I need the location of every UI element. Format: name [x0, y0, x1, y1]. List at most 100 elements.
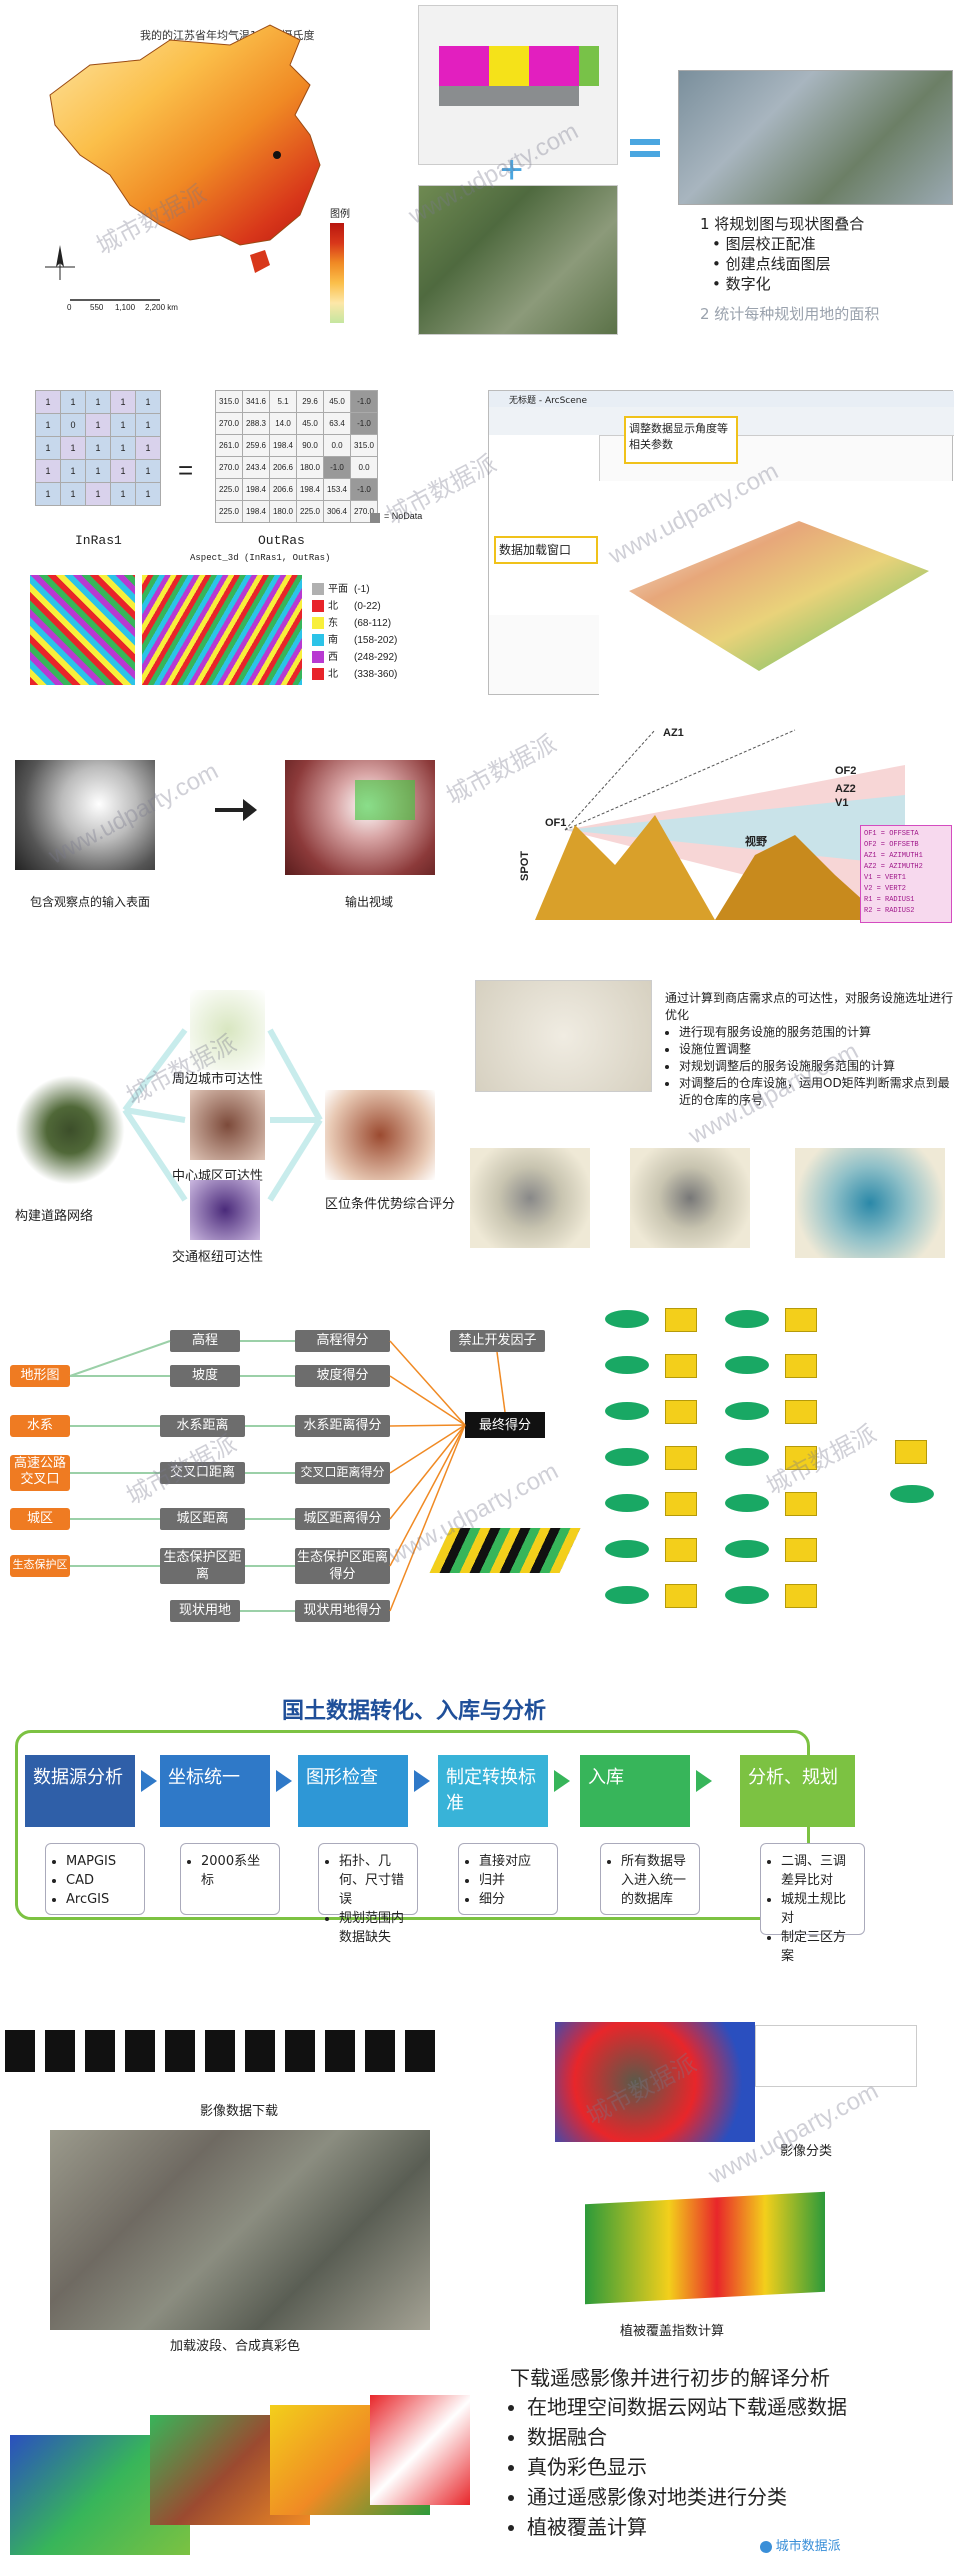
model-input-node	[605, 1494, 649, 1512]
summary-list: 在地理空间数据云网站下载遥感数据数据融合真伪彩色显示通过遥感影像对地类进行分类植…	[505, 2392, 847, 2542]
pipeline-detail-item: 细分	[479, 1890, 549, 1909]
step-city: 城区距离	[160, 1508, 245, 1530]
pipeline-step-5: 入库	[580, 1755, 690, 1827]
grid-cell: 1	[60, 482, 86, 506]
arcscene-toc[interactable]	[489, 435, 600, 615]
factor-city: 城区	[10, 1508, 70, 1530]
result-image	[325, 1090, 435, 1180]
classify-image	[555, 2022, 755, 2142]
grid-cell: 90.0	[296, 434, 324, 457]
model-tool-node	[785, 1538, 817, 1562]
legend-label: 平面	[328, 584, 348, 595]
param-item: V2 = VERT2	[864, 885, 907, 893]
grid-cell: 1	[85, 459, 111, 483]
grid-cell: 306.4	[323, 500, 351, 523]
synth-label: 加载波段、合成真彩色	[170, 2339, 301, 2354]
arcscene-note-2: 数据加载窗口	[499, 543, 572, 557]
service-map-1	[470, 1148, 590, 1248]
grid-cell: 225.0	[215, 478, 243, 501]
model-output-node	[725, 1356, 769, 1374]
pipeline-detail-item: 制定三区方案	[781, 1928, 856, 1966]
grid-cell: 1	[135, 413, 161, 437]
final-score: 最终得分	[465, 1412, 545, 1438]
grid-cell: 1	[35, 390, 61, 414]
grid-cell: 315.0	[215, 390, 243, 413]
pipeline-detail-2: 2000系坐标	[180, 1843, 280, 1915]
factor-water: 水系	[10, 1415, 70, 1437]
term-of1: OF1	[545, 817, 567, 829]
grid-cell: 1	[35, 413, 61, 437]
grid-cell: 1	[135, 482, 161, 506]
branch1-image	[190, 990, 265, 1070]
model-output-node	[725, 1586, 769, 1604]
grid-cell: 198.4	[296, 478, 324, 501]
grid-cell: 1	[135, 459, 161, 483]
model-tool-node	[785, 1308, 817, 1332]
model-tool-node	[665, 1308, 697, 1332]
grid-cell: 270.0	[215, 412, 243, 435]
model-tool-node	[665, 1584, 697, 1608]
band-thumbnail	[125, 2030, 155, 2072]
grid-cell: 198.4	[242, 500, 270, 523]
pipeline-arrow-icon	[276, 1770, 292, 1792]
grid-cell: -1.0	[323, 456, 351, 479]
model-output-node	[725, 1310, 769, 1328]
legend-range: (158-202)	[354, 635, 398, 646]
grid-cell: -1.0	[350, 412, 378, 435]
grid-cell: 45.0	[296, 412, 324, 435]
grid-cell: 1	[35, 459, 61, 483]
grid-cell: 341.6	[242, 390, 270, 413]
model-tool-node	[785, 1492, 817, 1516]
composite-images	[10, 2395, 470, 2555]
score-connectors	[69, 1340, 506, 1612]
term-of2: OF2	[835, 765, 857, 777]
aspect-legend-item: 北(0-22)	[312, 597, 381, 613]
grid-cell: 225.0	[296, 500, 324, 523]
pipeline-arrow-icon	[141, 1770, 157, 1792]
grid-cell: 198.4	[269, 434, 297, 457]
service-desc: 通过计算到商店需求点的可达性，对服务设施选址进行优化 进行现有服务设施的服务范围…	[665, 990, 955, 1109]
model-input-node	[605, 1448, 649, 1466]
step-slope: 坡度	[170, 1365, 240, 1387]
param-item: AZ2 = AZIMUTH2	[864, 863, 923, 871]
pipeline-detail-list: 二调、三调差异比对城规土规比对制定三区方案	[769, 1852, 856, 1966]
model-input-node	[605, 1356, 649, 1374]
aspect-legend-item: 东(68-112)	[312, 614, 392, 630]
arcscene-3d-view[interactable]	[599, 481, 954, 696]
classify-label: 影像分类	[780, 2144, 833, 2159]
viewshed-input-label: 包含观察点的输入表面	[30, 895, 151, 909]
score-city: 城区距离得分	[295, 1508, 390, 1530]
band-thumbnail	[205, 2030, 235, 2072]
formula-label: Aspect_3d (InRas1, OutRas)	[190, 553, 331, 563]
model-output-node	[890, 1485, 934, 1503]
model-input-node	[605, 1586, 649, 1604]
model-tool-node	[895, 1440, 927, 1464]
grid-cell: 1	[60, 390, 86, 414]
summary-item: 植被覆盖计算	[527, 2512, 847, 2542]
brand-logo: 城市数据派	[760, 2535, 841, 2554]
grid-cell: 1	[85, 436, 111, 460]
summary-item: 通过遥感影像对地类进行分类	[527, 2482, 847, 2512]
ndvi-label: 植被覆盖指数计算	[620, 2324, 725, 2339]
param-item: R1 = RADIUS1	[864, 896, 915, 904]
model-tool-node	[785, 1584, 817, 1608]
band-thumbnail	[85, 2030, 115, 2072]
legend-swatch	[312, 668, 324, 681]
score-elevation: 高程得分	[295, 1330, 390, 1352]
grid-cell: 0	[60, 413, 86, 437]
band-thumbnail	[165, 2030, 195, 2072]
grid-cell: 261.0	[215, 434, 243, 457]
scale-label-1: 550	[90, 303, 104, 312]
legend-range: (248-292)	[354, 652, 398, 663]
grid-cell: 315.0	[350, 434, 378, 457]
viewshed-input-image	[15, 760, 155, 870]
grid-cell: 270.0	[215, 456, 243, 479]
pipeline-detail-item: 城规土规比对	[781, 1890, 856, 1928]
aspect-legend-item: 南(158-202)	[312, 631, 398, 647]
pipeline-detail-list: 直接对应归并细分	[467, 1852, 549, 1909]
legend-range: (68-112)	[354, 618, 392, 629]
factor-terrain: 地形图	[10, 1365, 70, 1387]
